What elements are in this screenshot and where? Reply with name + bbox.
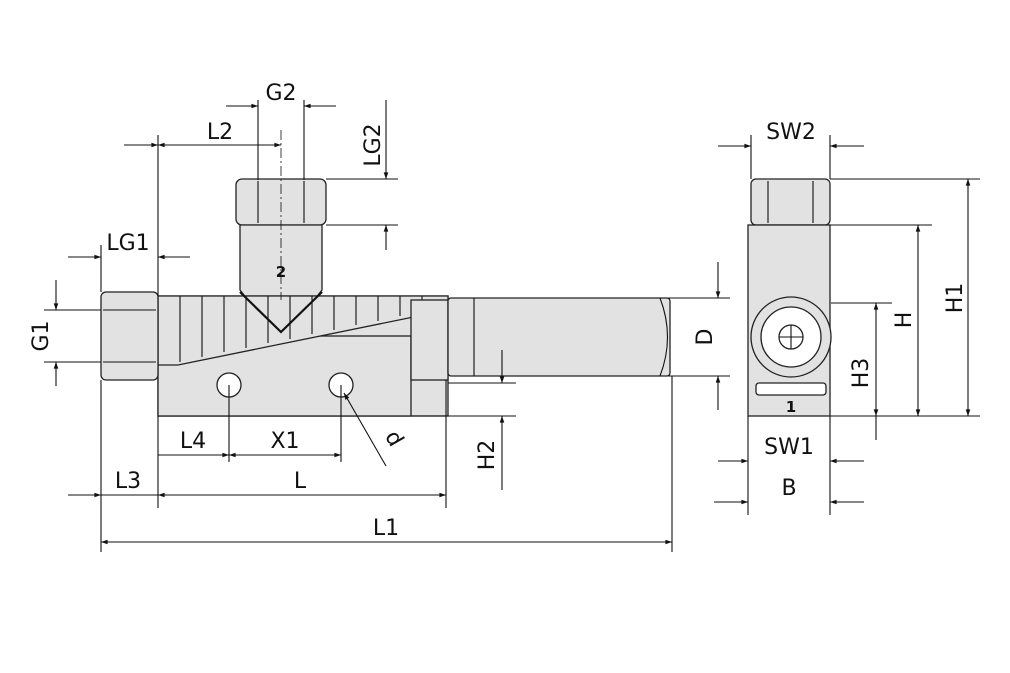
dim-label-H: H bbox=[892, 312, 917, 329]
dim-label-H3: H3 bbox=[849, 358, 874, 389]
dim-label-H2: H2 bbox=[475, 440, 500, 471]
side-dimensions: SW2 SW1 B H H1 H3 bbox=[714, 120, 980, 515]
dim-label-d: d bbox=[379, 426, 408, 451]
dim-label-L4: L4 bbox=[180, 429, 206, 454]
side-slot bbox=[755, 382, 827, 396]
dim-label-L2: L2 bbox=[207, 120, 233, 145]
dim-label-G2: G2 bbox=[265, 81, 296, 106]
front-dimensions: G2 L2 LG2 LG1 G1 L4 X1 d bbox=[29, 81, 730, 552]
dim-label-LG2: LG2 bbox=[361, 123, 386, 166]
dim-label-LG1: LG1 bbox=[106, 231, 149, 256]
dim-label-H1: H1 bbox=[943, 283, 968, 314]
dim-label-L3: L3 bbox=[115, 469, 141, 494]
dim-label-G1: G1 bbox=[29, 320, 54, 351]
dim-label-L1: L1 bbox=[373, 516, 399, 541]
front-view: 2 bbox=[100, 130, 671, 417]
side-silencer-circle bbox=[750, 296, 832, 378]
dim-label-X1: X1 bbox=[270, 429, 299, 454]
v-channel bbox=[239, 291, 323, 334]
port-1-label: 1 bbox=[786, 398, 796, 416]
dim-label-L: L bbox=[294, 469, 307, 494]
dim-label-SW1: SW1 bbox=[764, 435, 814, 460]
side-hex-nut bbox=[750, 178, 831, 226]
ribbed-section bbox=[157, 295, 449, 366]
left-hex-nut bbox=[100, 291, 159, 381]
dim-label-B: B bbox=[781, 476, 796, 501]
side-view: 1 bbox=[747, 178, 832, 417]
port-2-label: 2 bbox=[276, 263, 286, 281]
dim-label-D: D bbox=[693, 329, 718, 346]
silencer-cylinder bbox=[447, 297, 671, 377]
dim-label-SW2: SW2 bbox=[766, 120, 816, 145]
right-body bbox=[410, 299, 449, 381]
